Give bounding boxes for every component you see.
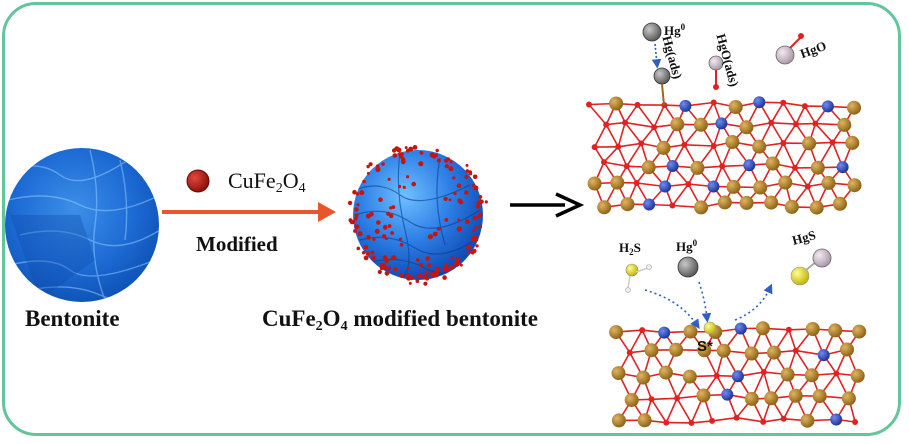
cufe2o4-particle-icon: [186, 169, 210, 193]
modified-label: Modified: [196, 232, 278, 256]
modification-arrow: [162, 202, 336, 222]
s-star-label: S*: [697, 338, 713, 355]
bottom-crystal-lattice: [609, 321, 867, 428]
modified-bentonite-sphere: [347, 145, 488, 286]
top-adsorbates: [642, 22, 804, 106]
modified-bentonite-label: CuFe2O4 modified bentonite: [262, 306, 538, 334]
sulfur-atom-icon: [703, 321, 717, 335]
mercury-atom-icon: [812, 248, 832, 268]
h2s-label: H2S: [619, 240, 641, 257]
h2s-molecule-icon: [625, 263, 652, 293]
cufe2o4-legend-label: CuFe2O4: [228, 168, 306, 196]
bottom-adsorbates: [625, 248, 832, 335]
transition-arrow: [510, 192, 585, 218]
top-crystal-lattice: [586, 96, 862, 215]
mercury-atom-icon: [642, 22, 662, 42]
diagram-frame: [2, 2, 901, 436]
bentonite-disc: [5, 148, 159, 302]
hg0-bottom-label: Hg0: [676, 238, 698, 254]
mercury-atom-icon: [677, 256, 699, 278]
sulfur-atom-icon: [790, 266, 810, 286]
hg0-top-label: Hg0: [664, 22, 686, 38]
mercury-atom-icon: [775, 45, 795, 65]
bentonite-label: Bentonite: [25, 306, 120, 331]
